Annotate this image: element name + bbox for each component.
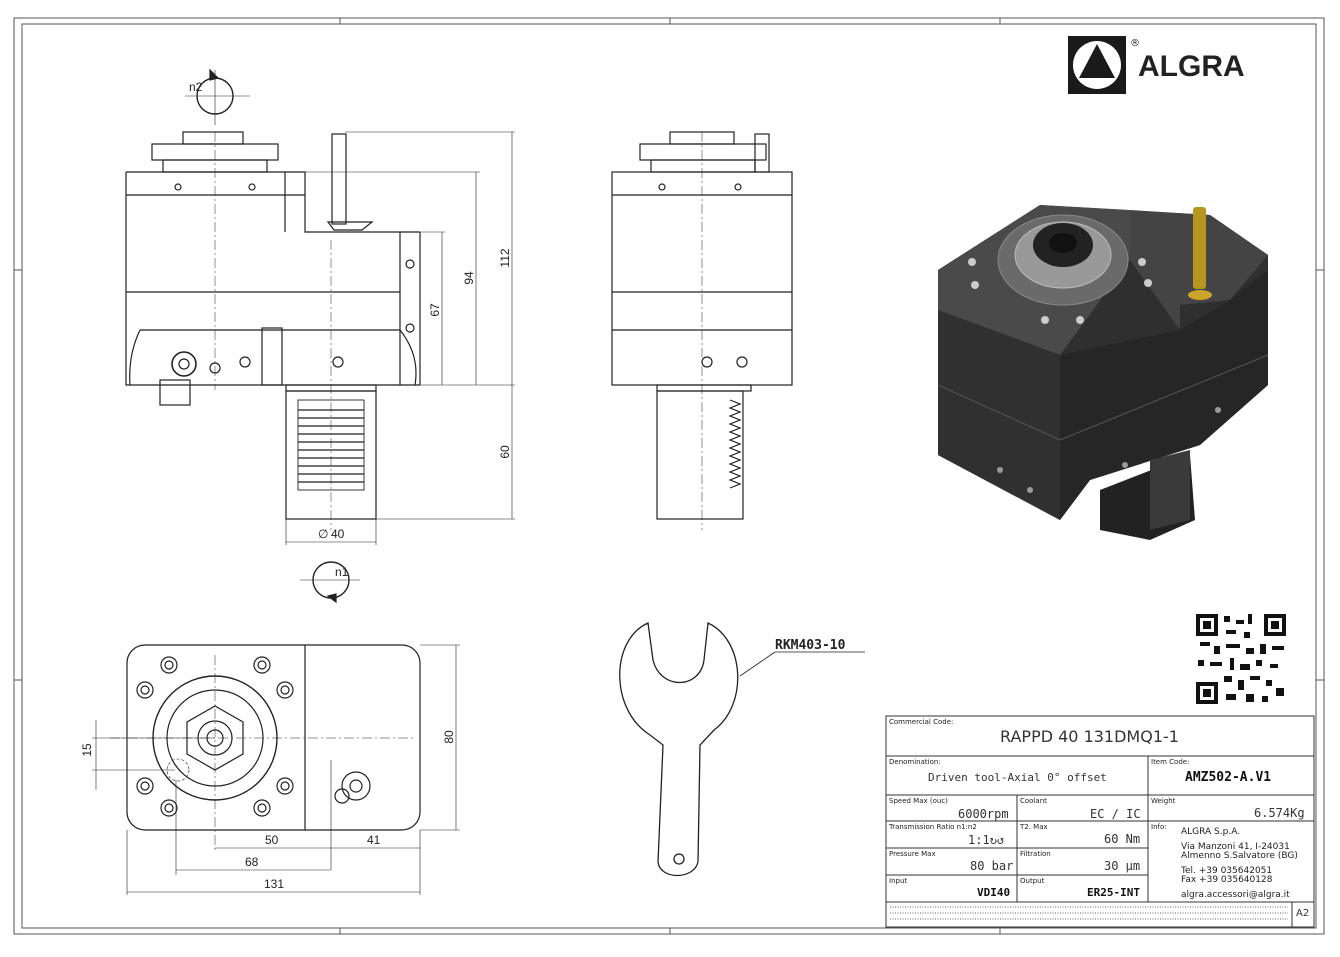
dim-68: 68 xyxy=(245,855,259,869)
commercial-code-label: Commercial Code: xyxy=(889,718,954,726)
weight-label: Weight xyxy=(1151,797,1176,805)
fax: Fax +39 035640128 xyxy=(1181,875,1273,885)
dim-131: 131 xyxy=(264,877,284,891)
info-label: Info: xyxy=(1151,823,1167,831)
pressure-value: 80 bar xyxy=(970,859,1014,873)
input-value: VDI40 xyxy=(977,886,1011,899)
address-line-1: Via Manzoni 41, I-24031 xyxy=(1181,842,1290,852)
wrench-code: RKM403-10 xyxy=(775,638,846,653)
dim-112: 112 xyxy=(498,248,512,267)
filtration-value: 30 µm xyxy=(1104,859,1141,873)
commercial-code: RAPPD 40 131DMQ1-1 xyxy=(1000,727,1179,746)
speed-value: 6000rpm xyxy=(958,807,1009,821)
company-name: ALGRA S.p.A. xyxy=(1181,827,1241,837)
filtration-label: Filtration xyxy=(1020,850,1051,858)
dim-15: 15 xyxy=(80,743,94,757)
n2-label: n2 xyxy=(189,80,203,94)
dim-94: 94 xyxy=(462,271,476,285)
item-code: AMZ502-A.V1 xyxy=(1185,770,1272,785)
email-link[interactable]: algra.accessori@algra.it xyxy=(1181,890,1290,900)
n1-label: n1 xyxy=(335,565,349,579)
dim-60: 60 xyxy=(498,445,512,459)
weight-value: 6.574Kg xyxy=(1254,806,1305,820)
fine-print xyxy=(890,906,1288,920)
dim-40: 40 xyxy=(331,527,345,541)
svg-text:ALGRA: ALGRA xyxy=(1138,50,1245,83)
torque-label: T2. Max xyxy=(1020,823,1048,831)
svg-text:®: ® xyxy=(1130,38,1140,49)
speed-label: Speed Max (ouc) xyxy=(889,797,948,805)
telephone: Tel. +39 035642051 xyxy=(1181,866,1273,876)
output-label: Output xyxy=(1020,877,1045,885)
sheet-size: A2 xyxy=(1296,908,1310,919)
item-code-label: Item Code: xyxy=(1151,758,1190,766)
isometric-render xyxy=(937,205,1269,540)
dim-50: 50 xyxy=(265,833,279,847)
wrench-drawing xyxy=(619,622,865,876)
address-line-2: Almenno S.Salvatore (BG) xyxy=(1181,851,1298,861)
dim-41: 41 xyxy=(367,833,381,847)
side-view xyxy=(611,131,793,530)
qr-code xyxy=(1196,614,1286,704)
ratio-label: Transmission Ratio n1:n2 xyxy=(889,823,977,831)
front-view xyxy=(125,68,515,604)
denomination-label: Denomination: xyxy=(889,758,941,766)
output-value: ER25-INT xyxy=(1087,886,1140,899)
pressure-label: Pressure Max xyxy=(889,850,936,858)
title-block-grid xyxy=(885,715,1315,928)
dim-67: 67 xyxy=(428,303,442,317)
ratio-value: 1:1↻↺ xyxy=(968,833,1005,847)
denomination: Driven tool-Axial 0° offset xyxy=(928,771,1107,784)
dim-80: 80 xyxy=(442,730,456,744)
top-view xyxy=(92,644,460,895)
coolant-value: EC / IC xyxy=(1090,807,1141,821)
torque-value: 60 Nm xyxy=(1104,832,1141,846)
coolant-label: Coolant xyxy=(1020,797,1047,805)
input-label: Input xyxy=(889,877,908,885)
algra-logo: ® ALGRA xyxy=(1068,36,1245,94)
dim-diameter-symbol: ∅ xyxy=(318,527,328,541)
